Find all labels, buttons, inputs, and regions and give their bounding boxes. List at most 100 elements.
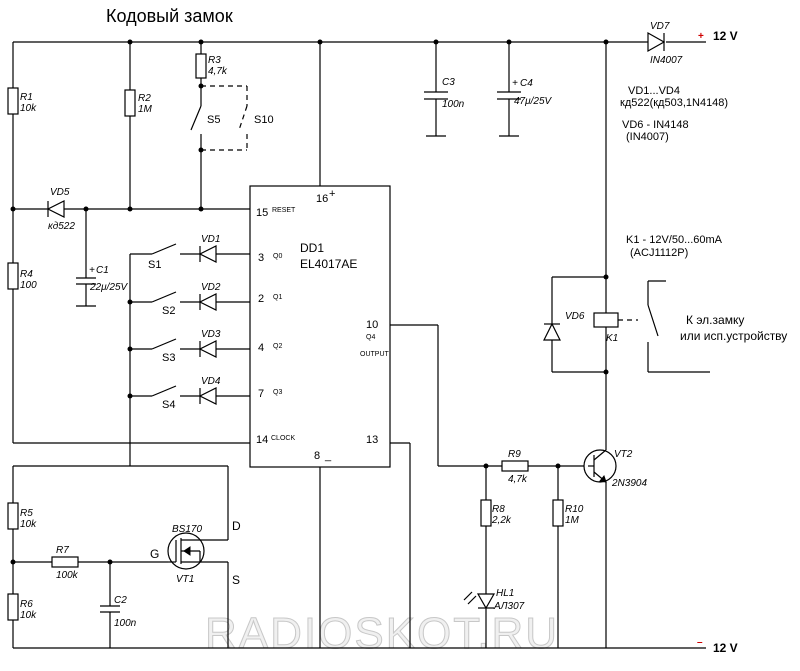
s10-ref: S10 xyxy=(254,114,274,126)
vd3-ref: VD3 xyxy=(201,329,221,340)
r9-value: 4,7k xyxy=(508,474,528,485)
r8-value: 2,2k xyxy=(491,515,512,526)
vd6-ref: VD6 xyxy=(565,311,585,322)
vt2-part: 2N3904 xyxy=(611,478,647,489)
s4-vd4-branch: S4 VD4 xyxy=(130,376,250,411)
r3-ref: R3 xyxy=(208,55,221,66)
r5-ref: R5 xyxy=(20,508,33,519)
vt1-drain: D xyxy=(232,519,241,533)
s3-vd3-branch: S3 VD3 xyxy=(130,329,250,364)
k1-ref: K1 xyxy=(606,333,618,344)
r1-ref: R1 xyxy=(20,92,33,103)
r4-value: 100 xyxy=(20,280,37,291)
r3-s5-s10-group: R3 4,7k S5 S10 xyxy=(190,42,274,209)
vd1-ref: VD1 xyxy=(201,234,220,245)
vd7-diode: VD7 IN4007 xyxy=(646,21,683,66)
ic-pin8-sign: _ xyxy=(324,450,332,462)
hl1-ref: HL1 xyxy=(496,588,514,599)
vd7-ref: VD7 xyxy=(650,21,670,32)
note-lock-line2: или исп.устройству xyxy=(680,329,787,343)
ic-pin2: 2 xyxy=(258,293,264,305)
ic-pin7: 7 xyxy=(258,388,264,400)
c3-capacitor: C3 100n xyxy=(424,42,465,137)
r8-ref: R8 xyxy=(492,504,505,515)
r2-ref: R2 xyxy=(138,93,151,104)
ic-pin15: 15 xyxy=(256,207,268,219)
relay-k1: VD6 K1 xyxy=(543,42,710,375)
note-vd6-line2: (IN4007) xyxy=(626,131,669,143)
output-path: R9 4,7k xyxy=(390,324,588,485)
ic-pin8: 8 xyxy=(314,450,320,462)
ic-pin16: 16 xyxy=(316,193,328,205)
hl1-value: АЛ307 xyxy=(493,601,525,612)
c1-ref: C1 xyxy=(96,265,109,276)
r1-value: 10k xyxy=(20,103,37,114)
ic-pin15-name: RESET xyxy=(272,207,296,214)
note-lock-line1: К эл.замку xyxy=(686,313,744,327)
vt1-source: S xyxy=(232,573,240,587)
ic-pin14-name: CLOCK xyxy=(271,435,295,442)
ic-name: DD1 xyxy=(300,241,324,255)
c4-value: 47μ/25V xyxy=(514,96,553,107)
ic-pin4-name: Q2 xyxy=(273,343,282,350)
s2-vd2-branch: S2 VD2 xyxy=(130,282,250,317)
c4-sign: + xyxy=(512,78,518,89)
vd4-ref: VD4 xyxy=(201,376,221,387)
c3-value: 100n xyxy=(442,99,465,110)
r4-ref: R4 xyxy=(20,269,33,280)
s5-ref: S5 xyxy=(207,114,220,126)
ic-pin2-name: Q1 xyxy=(273,294,282,301)
pin13-ground-wire xyxy=(390,442,411,648)
ic-pin3-name: Q0 xyxy=(273,253,282,260)
r7-ref: R7 xyxy=(56,545,69,556)
c2-ref: C2 xyxy=(114,595,127,606)
vd7-value: IN4007 xyxy=(650,55,683,66)
ic-pin14: 14 xyxy=(256,434,268,446)
vt1-ref: VT1 xyxy=(176,574,194,585)
r3-value: 4,7k xyxy=(208,66,228,77)
plus-sign: + xyxy=(698,31,704,42)
c4-capacitor: + C4 47μ/25V xyxy=(497,42,553,137)
s1-vd1-branch: S1 VD1 xyxy=(129,234,250,302)
ic-pin3: 3 xyxy=(258,252,264,264)
vt1-mosfet: BS170 VT1 G D S xyxy=(130,465,241,648)
vd5-value: кд522 xyxy=(48,221,75,232)
note-vd6-line1: VD6 - IN4148 xyxy=(622,119,689,131)
ic-pin4: 4 xyxy=(258,342,264,354)
s2-ref: S2 xyxy=(162,305,175,317)
minus-sign: – xyxy=(697,637,703,648)
vt1-part: BS170 xyxy=(172,524,202,535)
top-rail xyxy=(13,39,706,45)
note-vd-line1: VD1...VD4 xyxy=(628,85,680,97)
ic-output-name: OUTPUT xyxy=(360,351,390,358)
c1-capacitor: + C1 22μ/25V xyxy=(76,209,129,307)
note-vd-line2: кд522(кд503,1N4148) xyxy=(620,97,728,109)
vt1-gate: G xyxy=(150,547,159,561)
c1-value: 22μ/25V xyxy=(89,282,129,293)
vt2-ref: VT2 xyxy=(614,449,633,460)
clock-circuit: R5 10k R6 10k R7 100k C2 100n xyxy=(7,502,168,648)
ic-part: EL4017AE xyxy=(300,257,357,271)
watermark: RADIOSKOT.RU xyxy=(205,609,559,658)
r5-value: 10k xyxy=(20,519,37,530)
r7-value: 100k xyxy=(56,570,79,581)
note-k1-line1: K1 - 12V/50...60mA xyxy=(626,234,723,246)
r9-ref: R9 xyxy=(508,449,521,460)
r2-resistor: R2 1M xyxy=(124,42,153,212)
note-k1-line2: (ACJ1112P) xyxy=(630,247,688,259)
switch-bus xyxy=(12,299,133,503)
r10-resistor: R10 1M xyxy=(552,466,584,648)
s1-ref: S1 xyxy=(148,259,161,271)
minus-12v-label: 12 V xyxy=(713,641,738,655)
reset-line: VD5 кд522 xyxy=(13,187,250,232)
ic-pin10: 10 xyxy=(366,319,378,331)
c2-value: 100n xyxy=(114,618,137,629)
diagram-title: Кодовый замок xyxy=(106,6,233,26)
s3-ref: S3 xyxy=(162,352,175,364)
s4-ref: S4 xyxy=(162,399,175,411)
r10-ref: R10 xyxy=(565,504,584,515)
c4-ref: C4 xyxy=(520,78,533,89)
ic-pin16-sign: + xyxy=(329,188,335,200)
